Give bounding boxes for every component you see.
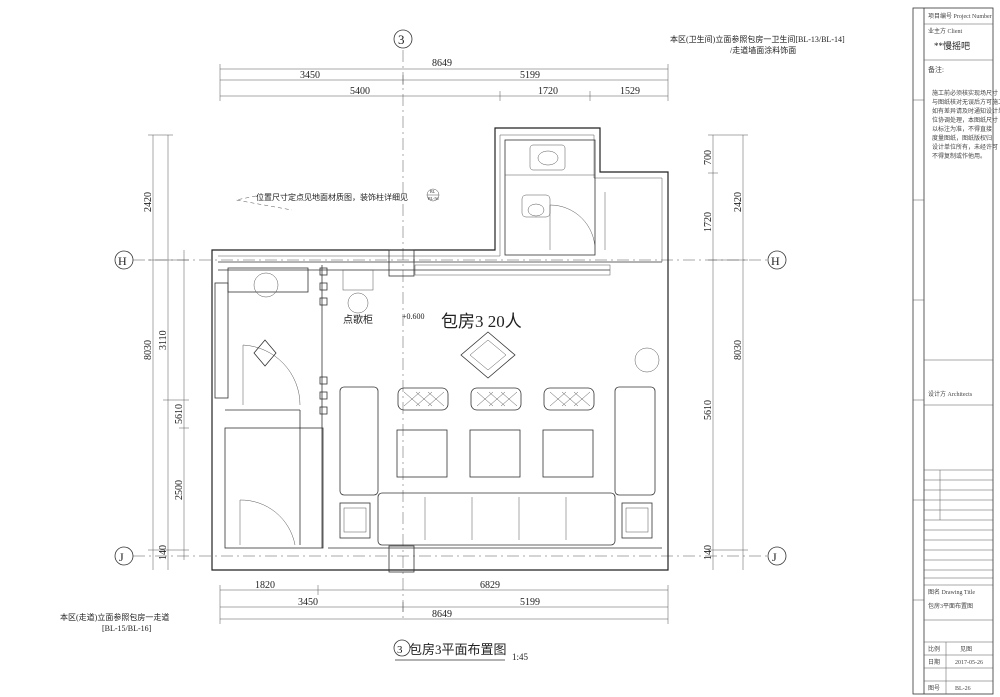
notes-line: 不得复制或作他用。 (932, 152, 986, 160)
dimension-lines (148, 64, 748, 624)
notes-line: 设计单位所有，未经许可 (932, 143, 998, 151)
axis-marker-right-h: H (767, 250, 787, 270)
axis-right-label: H (771, 254, 780, 268)
sheet-value: BL-26 (955, 686, 971, 692)
dim-left-total: 8030 (143, 340, 154, 360)
dim-left-mid-lower: 5610 (174, 404, 185, 424)
axis-bottom-left-label: J (119, 550, 124, 564)
room-label: 包房3 20人 (441, 312, 522, 331)
dim-bottom-segment-2: 6829 (480, 580, 500, 591)
dim-top-total: 8649 (432, 58, 452, 69)
dim-right-bottom: 140 (703, 545, 714, 560)
axis-top-label: 3 (398, 32, 405, 47)
scale-label: 比例 (928, 645, 940, 653)
dim-right-top: 700 (703, 150, 714, 165)
dim-left-top: 2420 (143, 192, 154, 212)
axis-marker-left-j: J (114, 546, 134, 566)
axis-marker-left-h: H (114, 250, 134, 270)
cabinet-label: 点歌柜 (343, 313, 373, 326)
title-axis-marker: 3 (397, 644, 403, 656)
note-bottom-left-line2: [BL-15/BL-16] (102, 624, 152, 633)
note-top-right-line1: 本区(卫生间)立面参照包房一卫生间[BL-13/BL-14] (670, 34, 845, 44)
notes-line: 如有差异请及时通知设计单 (932, 107, 1000, 115)
scale-value: 见图 (960, 646, 972, 653)
drawing-title-value: 包房3平面布置图 (928, 602, 973, 610)
note-bottom-left-line1: 本区(走道)立面参照包房一走道 (60, 612, 169, 622)
callout-ref-symbol: BL BL-56 (426, 188, 440, 202)
date-label: 日期 (928, 658, 940, 666)
dim-bottom-segment-1: 1820 (255, 580, 275, 591)
dim-top-segment-3: 1529 (620, 86, 640, 97)
note-callout: 位置尺寸定点见地面材质图，装饰柱详细见 (256, 192, 408, 202)
notes-text: 施工前必须核实现场尺寸 与图纸核对无误后方可施工， 如有差异请及时通知设计单 位… (932, 89, 1000, 160)
dim-bottom-right: 5199 (520, 597, 540, 608)
dim-bottom-left: 3450 (298, 597, 318, 608)
dim-top-segment-2: 1720 (538, 86, 558, 97)
drawing-title-block: 3 包房3平面布置图 1:45 (393, 639, 529, 662)
client-label: 业主方 Client (928, 27, 962, 35)
notes-line: 与图纸核对无误后方可施工， (932, 98, 1000, 106)
title-block: 项目编号 Project Number 业主方 Client **慢摇吧 备注:… (912, 7, 1000, 695)
dim-left-inner: 2500 (174, 480, 185, 500)
callout-ref-bottom: BL-56 (428, 196, 438, 201)
note-top-right-line2: /走道墙面涂料饰面 (730, 45, 796, 55)
dim-bottom-total: 8649 (432, 609, 452, 620)
dim-left-mid: 3110 (158, 330, 169, 350)
drawing-title-label: 图名 Drawing Title (928, 588, 975, 596)
architect-label: 设计方 Architects (928, 390, 973, 398)
sheet-label: 图号 (928, 685, 940, 692)
axis-bottom-right-label: J (772, 550, 777, 564)
drawing-scale: 1:45 (512, 652, 529, 662)
notes-label: 备注: (928, 65, 944, 74)
axis-marker-right-j: J (767, 546, 787, 566)
doors (239, 192, 606, 546)
client-name: **慢摇吧 (934, 40, 970, 51)
furniture (253, 264, 660, 546)
dim-right-inner: 5610 (703, 400, 714, 420)
walls (211, 127, 669, 573)
notes-line: 以标注为准，不得直接 (932, 125, 992, 133)
axis-left-label: H (118, 254, 127, 268)
dim-left-bottom: 140 (158, 545, 169, 560)
level-mark: +0.600 (402, 312, 425, 321)
dim-top-segment-1: 5400 (350, 86, 370, 97)
axis-marker-top: 3 (393, 29, 413, 49)
dim-top-right: 5199 (520, 70, 540, 81)
project-number-label: 项目编号 Project Number (928, 12, 992, 20)
dim-right-mid: 1720 (703, 212, 714, 232)
drawing-title: 包房3平面布置图 (409, 642, 507, 657)
dim-right-total: 8030 (733, 340, 744, 360)
dim-top-left: 3450 (300, 70, 320, 81)
toilet-fixtures (521, 144, 566, 218)
dimension-labels: 8649 3450 5199 5400 1720 1529 1820 6829 … (143, 58, 744, 620)
notes-line: 施工前必须核实现场尺寸 (932, 89, 998, 97)
callout-ref-top: BL (430, 189, 436, 194)
notes-line: 位协调处理，本图纸尺寸 (932, 116, 998, 124)
dim-right-upper: 2420 (733, 192, 744, 212)
notes-line: 度量图纸，图纸版权归 (932, 134, 992, 142)
date-value: 2017-05-26 (955, 660, 983, 666)
axis-grid (133, 50, 770, 620)
